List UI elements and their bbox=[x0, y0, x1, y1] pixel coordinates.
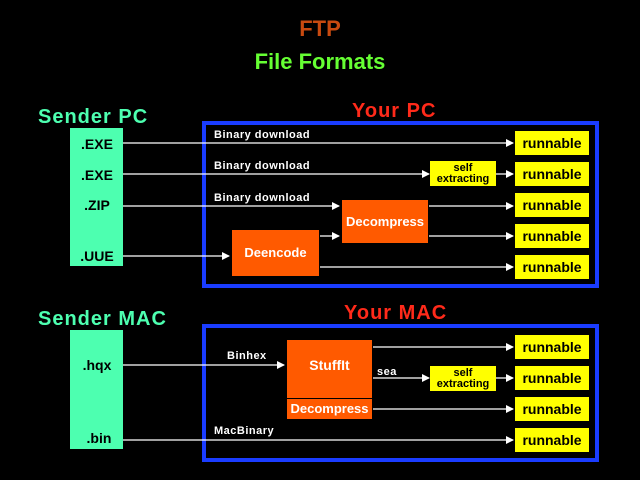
decompress-pc-box: Decompress bbox=[341, 199, 429, 244]
edge-label-binary-3: Binary download bbox=[214, 192, 311, 204]
edge-label-sea: sea bbox=[377, 366, 397, 378]
runnable-pc-3: runnable bbox=[515, 193, 589, 217]
sender-mac-label: Sender MAC bbox=[38, 308, 167, 330]
self-extracting-line1: self bbox=[453, 162, 473, 174]
self-extracting-mac: self extracting bbox=[430, 366, 496, 391]
file-hqx: .hqx bbox=[82, 357, 112, 373]
runnable-mac-2: runnable bbox=[515, 366, 589, 390]
edge-label-binary-2: Binary download bbox=[214, 160, 311, 172]
edge-label-binary-1: Binary download bbox=[214, 129, 311, 141]
file-uue: .UUE bbox=[80, 248, 114, 264]
sender-pc-label: Sender PC bbox=[38, 106, 149, 128]
file-exe-2: .EXE bbox=[81, 167, 113, 183]
self-extracting-line2: extracting bbox=[436, 173, 490, 185]
runnable-mac-1: runnable bbox=[515, 335, 589, 359]
page-title: FTP bbox=[299, 16, 341, 41]
sender-mac-column bbox=[70, 330, 123, 449]
your-mac-frame bbox=[202, 324, 599, 462]
runnable-pc-5: runnable bbox=[515, 255, 589, 279]
stuffit-box: StuffIt Decompress bbox=[286, 339, 373, 420]
runnable-pc-2: runnable bbox=[515, 162, 589, 186]
edge-label-macbinary: MacBinary bbox=[214, 425, 275, 437]
file-bin: .bin bbox=[86, 430, 112, 446]
self-extracting-line1: self bbox=[453, 367, 473, 379]
page-subtitle: File Formats bbox=[254, 49, 386, 74]
file-zip: .ZIP bbox=[84, 197, 110, 213]
sender-pc-column bbox=[70, 128, 123, 266]
decode-box: Deencode bbox=[231, 229, 320, 277]
edge-label-binhex: Binhex bbox=[227, 350, 267, 362]
runnable-pc-1: runnable bbox=[515, 131, 589, 155]
decompress-mac-label: Decompress bbox=[290, 401, 369, 416]
your-pc-label: Your PC bbox=[352, 100, 437, 122]
stuffit-label: StuffIt bbox=[287, 340, 372, 399]
runnable-mac-3: runnable bbox=[515, 397, 589, 421]
runnable-mac-4: runnable bbox=[515, 428, 589, 452]
self-extracting-line2: extracting bbox=[436, 378, 490, 390]
your-mac-label: Your MAC bbox=[344, 302, 448, 324]
runnable-pc-4: runnable bbox=[515, 224, 589, 248]
self-extracting-pc: self extracting bbox=[430, 161, 496, 186]
file-exe-1: .EXE bbox=[81, 136, 113, 152]
your-pc-frame bbox=[202, 121, 599, 288]
